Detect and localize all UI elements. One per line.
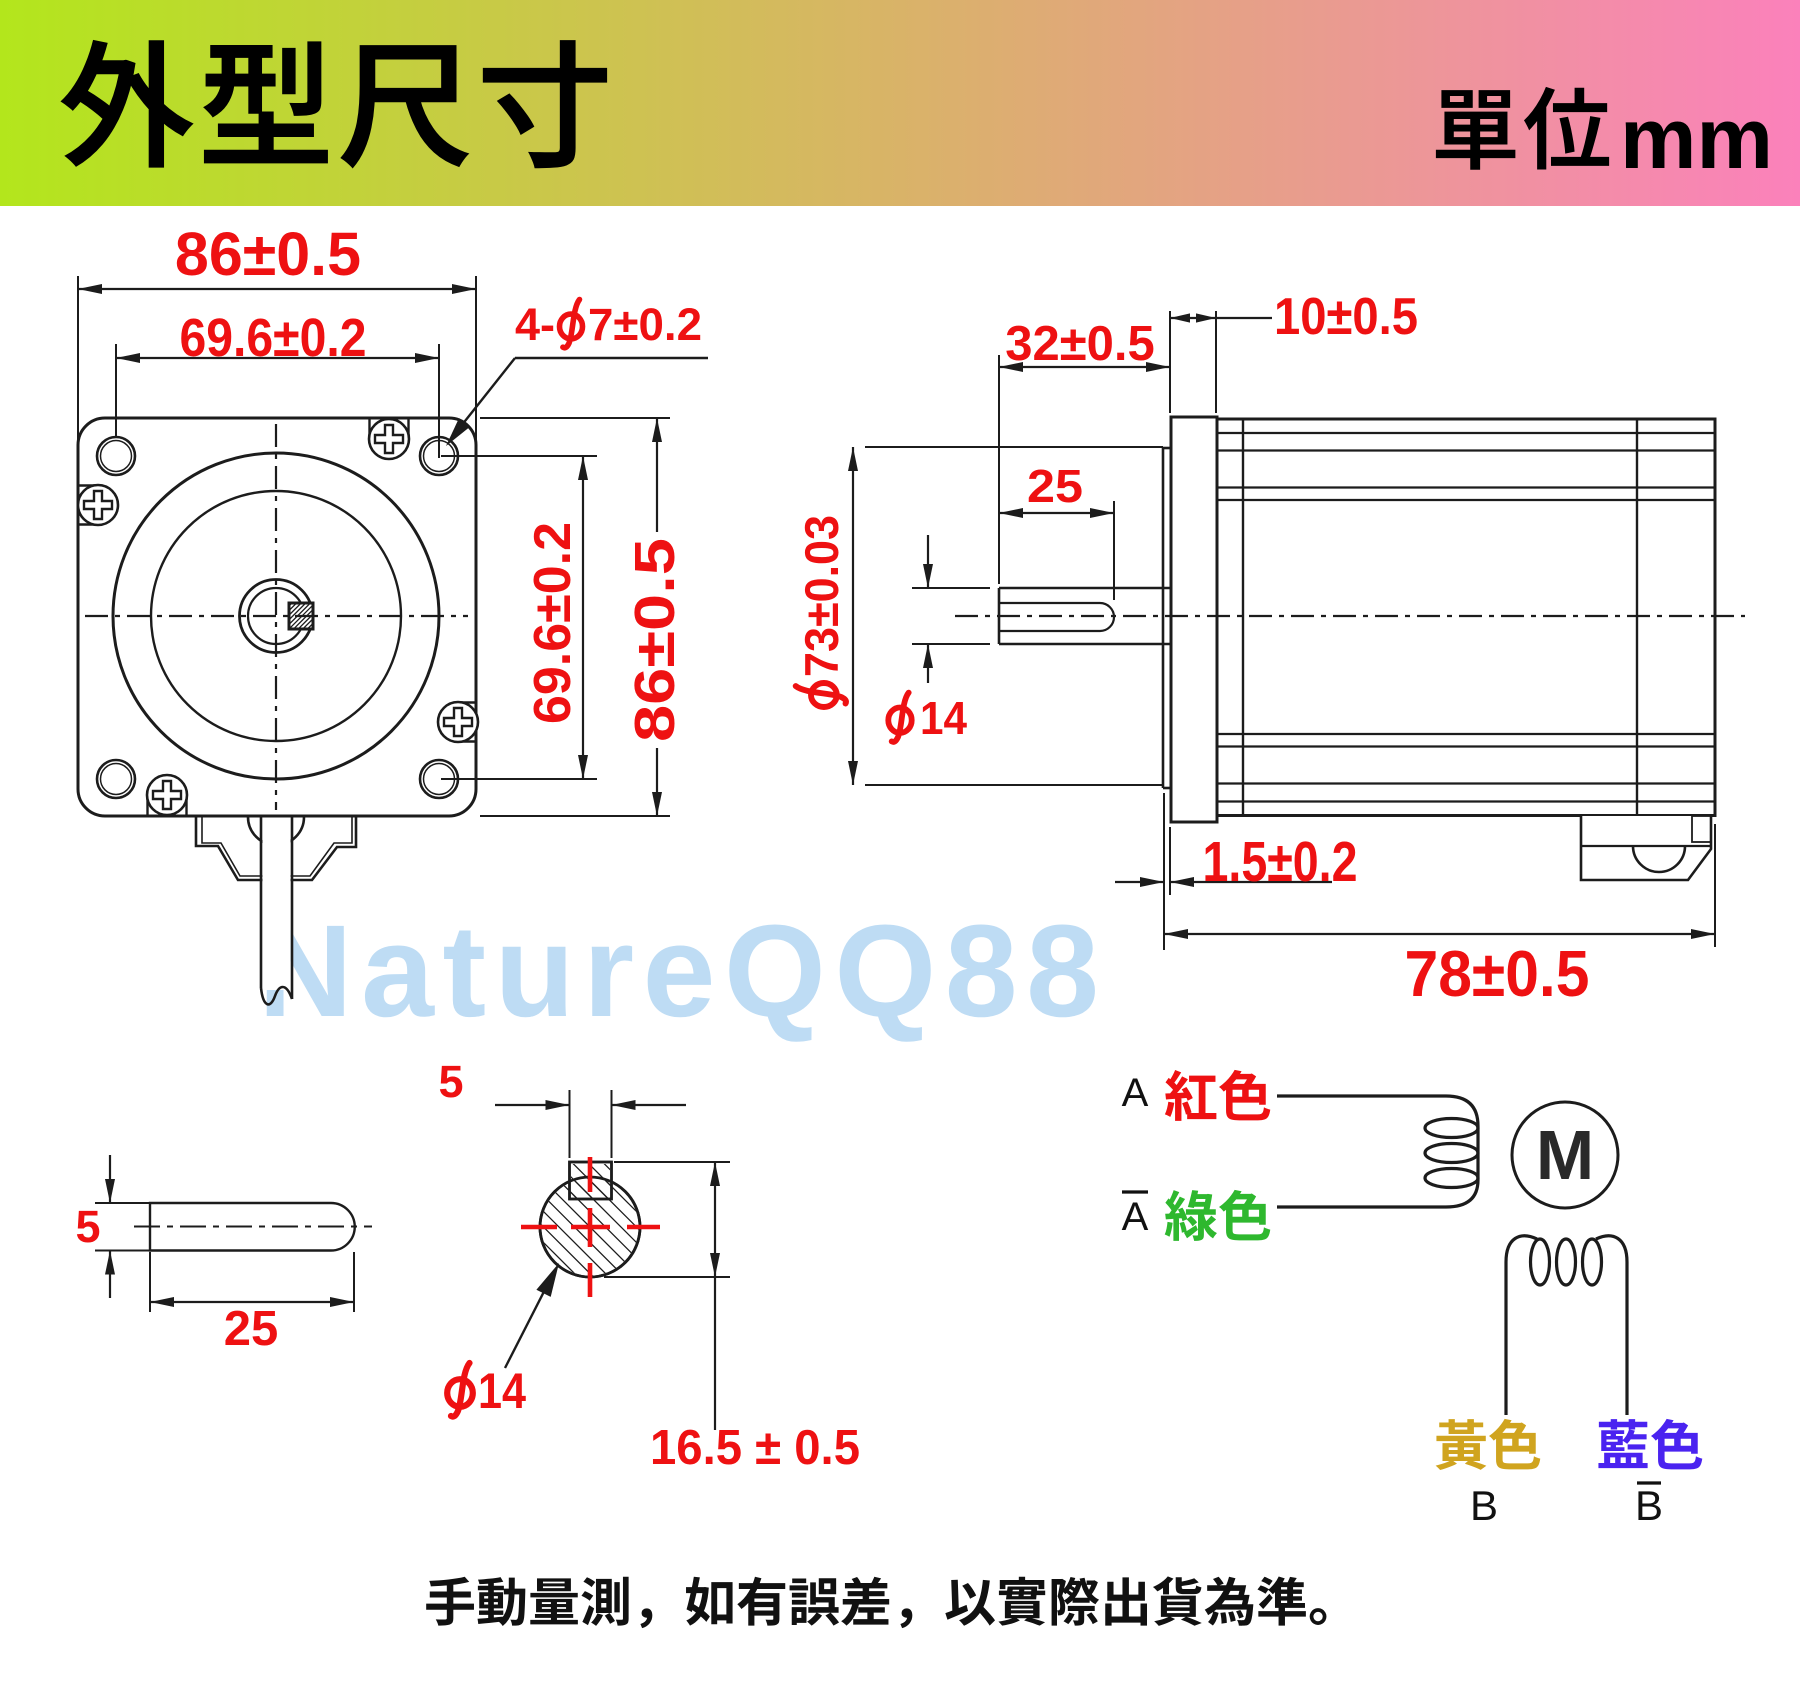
svg-text:7±0.2: 7±0.2 [588,299,702,350]
svg-text:B: B [1470,1482,1498,1529]
svg-text:1.5±0.2: 1.5±0.2 [1203,830,1358,894]
svg-text:69.6±0.2: 69.6±0.2 [180,308,367,368]
svg-text:16.5 ± 0.5: 16.5 ± 0.5 [650,1421,860,1475]
svg-text:mm: mm [1620,91,1773,187]
svg-text:M: M [1536,1116,1594,1194]
svg-text:A: A [1122,1195,1149,1239]
svg-text:25: 25 [224,1302,279,1356]
svg-text:10±0.5: 10±0.5 [1274,288,1418,346]
svg-text:5: 5 [75,1201,100,1252]
svg-text:NatureQQ88: NatureQQ88 [258,897,1107,1044]
svg-text:69.6±0.2: 69.6±0.2 [524,522,582,724]
svg-text:5: 5 [438,1056,463,1107]
svg-text:86±0.5: 86±0.5 [175,220,361,288]
svg-text:14: 14 [478,1363,526,1419]
svg-text:B: B [1635,1482,1663,1529]
svg-text:14: 14 [920,692,967,744]
svg-text:73±0.03: 73±0.03 [795,515,848,677]
svg-text:32±0.5: 32±0.5 [1005,317,1155,371]
svg-text:86±0.5: 86±0.5 [623,538,687,742]
svg-text:4-: 4- [515,299,555,350]
svg-text:78±0.5: 78±0.5 [1405,937,1590,1010]
svg-text:25: 25 [1027,460,1083,512]
svg-text:A: A [1122,1071,1149,1115]
